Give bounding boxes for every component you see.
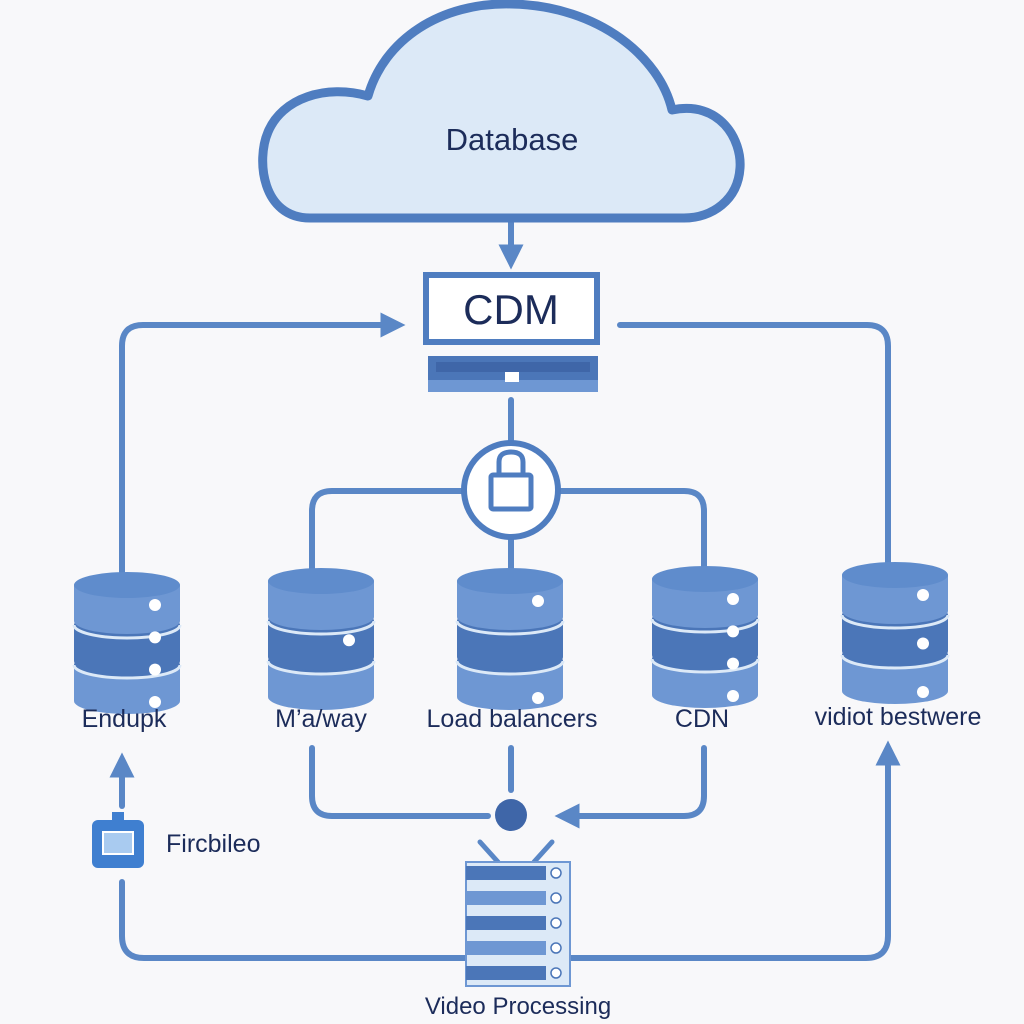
server-label: CDN (675, 705, 729, 733)
server-label: vidiot bestwere (815, 703, 982, 731)
connector-lock-to-cdn (557, 488, 707, 571)
connector-mway-to-hub (309, 745, 491, 819)
firebase-node: Fircbileo (92, 812, 260, 868)
database-icon (650, 566, 760, 708)
cdm-node: CDM (423, 272, 600, 392)
cloud-icon (258, 0, 745, 223)
database-icon (266, 568, 376, 710)
server-appliance-icon (428, 356, 598, 392)
arrow-endupk-to-cdm (119, 312, 406, 575)
server-label: M’a/way (275, 705, 367, 733)
connector-lock-to-mway (309, 488, 465, 573)
database-icon (455, 568, 565, 710)
lock-node (461, 440, 561, 540)
cdm-label: CDM (463, 286, 559, 333)
server-node: Endupk (72, 572, 182, 733)
firebase-label: Fircbileo (166, 830, 260, 858)
video-processing-label: Video Processing (425, 993, 611, 1020)
server-node: M’a/way (266, 568, 376, 733)
lock-ring (461, 440, 561, 540)
cloud-label: Database (446, 122, 579, 157)
arrow-cdn-to-hub (554, 745, 707, 829)
cdm-frame (423, 272, 600, 345)
connectors (109, 219, 901, 961)
video-processing-node: Video Processing (425, 839, 611, 1020)
server-label: Endupk (82, 705, 167, 733)
connector-cdm-to-right (617, 322, 891, 565)
servers: Endupk M’a/way Load balancers CDN vidiot bes… (72, 562, 982, 733)
connector-firebase-to-video (119, 879, 473, 961)
arrow-video-to-vidiot (567, 740, 901, 961)
device-icon (92, 812, 144, 868)
database-icon (840, 562, 950, 704)
server-node: Load balancers (427, 568, 598, 733)
cloud-node: Database (258, 0, 745, 223)
server-node: CDN (650, 566, 760, 733)
server-node: vidiot bestwere (815, 562, 982, 731)
server-label: Load balancers (427, 705, 598, 733)
database-icon (72, 572, 182, 714)
hub-node (495, 799, 527, 831)
lock-icon (488, 449, 534, 512)
server-rack-icon (465, 839, 571, 987)
